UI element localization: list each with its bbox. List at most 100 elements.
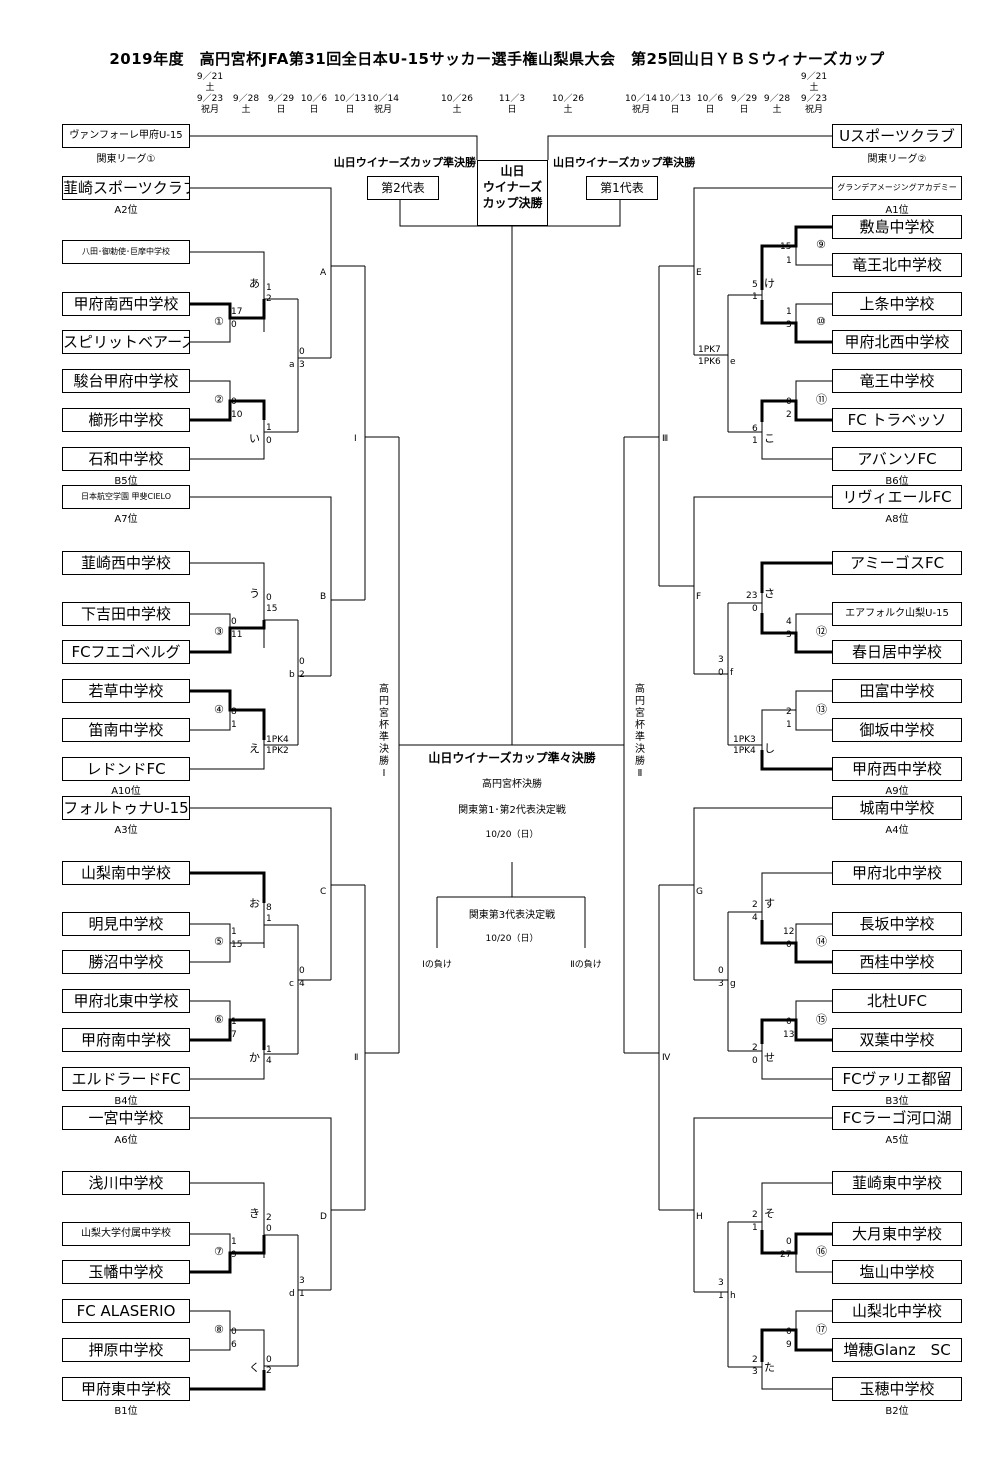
left-team-5: スピリットベアーズ — [62, 330, 190, 354]
score: 0 — [752, 1056, 758, 1066]
score: 0 — [266, 436, 272, 446]
circle-label: ③ — [214, 625, 224, 638]
alpha-label: a — [289, 360, 295, 370]
score: 8 — [266, 903, 272, 913]
score: 15 — [780, 242, 792, 252]
left-team-22: エルドラードFC — [62, 1067, 190, 1091]
date-r3: 9／29 日 — [730, 94, 758, 115]
score: 1 — [752, 1223, 758, 1233]
right-team-28: 山梨北中学校 — [832, 1299, 962, 1323]
score: 23 — [746, 591, 758, 601]
score: 5 — [752, 280, 758, 290]
alpha-label: h — [730, 1291, 736, 1301]
left-team-18: 明見中学校 — [62, 912, 190, 936]
right-team-12: エアフォルク山梨U-15 — [832, 602, 962, 626]
score: 0 — [752, 604, 758, 614]
score: 1 — [266, 1045, 272, 1055]
circle-label: ⑨ — [816, 238, 826, 251]
left-team-27: FC ALASERIO — [62, 1299, 190, 1323]
kana-label: こ — [764, 432, 775, 445]
circle-label: ② — [214, 393, 224, 406]
right-team-30: 玉穂中学校 — [832, 1377, 962, 1401]
lose1-label: Ⅰの負け — [422, 960, 452, 970]
date-l7: 10／26 土 — [441, 94, 473, 115]
date-l4: 10／6 日 — [300, 94, 328, 115]
score: 2 — [786, 707, 792, 717]
kana-label: く — [249, 1361, 260, 1374]
right-team-10: リヴィエールFC — [832, 485, 962, 509]
block-label: C — [320, 887, 327, 897]
kana-label: せ — [764, 1051, 775, 1064]
left-team-11: 下吉田中学校 — [62, 602, 190, 626]
score: 2 — [299, 670, 305, 680]
score: 1 — [231, 1237, 237, 1247]
score: 1 — [786, 307, 792, 317]
score: 0 — [231, 1327, 237, 1337]
score: 10 — [231, 410, 243, 420]
left-team-17: 山梨南中学校 — [62, 861, 190, 885]
seed-right-5: A9位 — [885, 786, 909, 797]
score: 0 — [266, 1224, 272, 1234]
alpha-label: b — [289, 670, 295, 680]
score: 2 — [786, 410, 792, 420]
date-l2: 9／28 土 — [232, 94, 260, 115]
left-team-7: 櫛形中学校 — [62, 408, 190, 432]
block-label: G — [696, 887, 703, 897]
circle-label: ④ — [214, 703, 224, 716]
block-label: F — [696, 592, 702, 602]
right-team-19: 長坂中学校 — [832, 912, 962, 936]
score: 0 — [231, 397, 237, 407]
kana-label: き — [249, 1207, 260, 1220]
score: 4 — [752, 913, 758, 923]
left-team-14: 笛南中学校 — [62, 718, 190, 742]
right-team-29: 増穂Glanz SC — [832, 1338, 962, 1362]
kanto3-date: 10/20（日） — [485, 934, 539, 944]
block-label: D — [320, 1212, 327, 1222]
date-r5: 10／13 日 — [659, 94, 691, 115]
score: 3 — [718, 979, 724, 989]
date-r7: 10／26 土 — [552, 94, 584, 115]
winners-semi-right: 山日ウイナーズカップ準決勝 — [553, 156, 696, 169]
date-l5: 10／13 日 — [334, 94, 366, 115]
seed-left-6: A3位 — [114, 825, 138, 836]
score: 13 — [783, 1030, 795, 1040]
seed-left-2: A2位 — [114, 205, 138, 216]
score: 2 — [266, 294, 272, 304]
score: 0 — [786, 397, 792, 407]
winners-final-box: 山日 ウイナーズ カップ決勝 — [477, 160, 548, 226]
right-team-26: 大月東中学校 — [832, 1222, 962, 1246]
score: 7 — [231, 1030, 237, 1040]
score: 1 — [231, 720, 237, 730]
kana-label: す — [764, 897, 775, 910]
score: 1PK6 — [698, 357, 721, 367]
right-team-7: 竜王中学校 — [832, 369, 962, 393]
alpha-label: g — [730, 979, 736, 989]
kana-label: お — [249, 897, 260, 910]
score: 4 — [786, 617, 792, 627]
seed-right-3: B6位 — [885, 476, 909, 487]
right-team-1: Uスポーツクラブ — [832, 124, 962, 148]
seed-right-4: A8位 — [885, 514, 909, 525]
circle-label: ⑤ — [214, 935, 224, 948]
block-label: E — [696, 268, 702, 278]
score: 3 — [299, 360, 305, 370]
circle-label: ⑬ — [816, 703, 827, 716]
left-team-3: 八田･御勅使･巨摩中学校 — [62, 240, 190, 264]
right-team-14: 田富中学校 — [832, 679, 962, 703]
right-team-9: アバンソFC — [832, 447, 962, 471]
semi-label-right: 高円宮杯準決勝Ⅱ — [635, 684, 645, 779]
block-label: A — [320, 268, 327, 278]
right-team-4: 竜王北中学校 — [832, 253, 962, 277]
right-team-3: 敷島中学校 — [832, 215, 962, 239]
score: 3 — [786, 320, 792, 330]
date-r1: 9／21 土 9／23 祝月 — [800, 72, 828, 115]
seed-left-4: A7位 — [114, 514, 138, 525]
seed-right-9: B2位 — [885, 1406, 909, 1417]
score: 0 — [266, 593, 272, 603]
score: 9 — [786, 1340, 792, 1350]
circle-label: ⑯ — [816, 1245, 827, 1258]
left-team-21: 甲府南中学校 — [62, 1028, 190, 1052]
date-final: 11／3 日 — [498, 94, 526, 115]
left-team-2: 韮崎スポーツクラブ — [62, 176, 190, 200]
